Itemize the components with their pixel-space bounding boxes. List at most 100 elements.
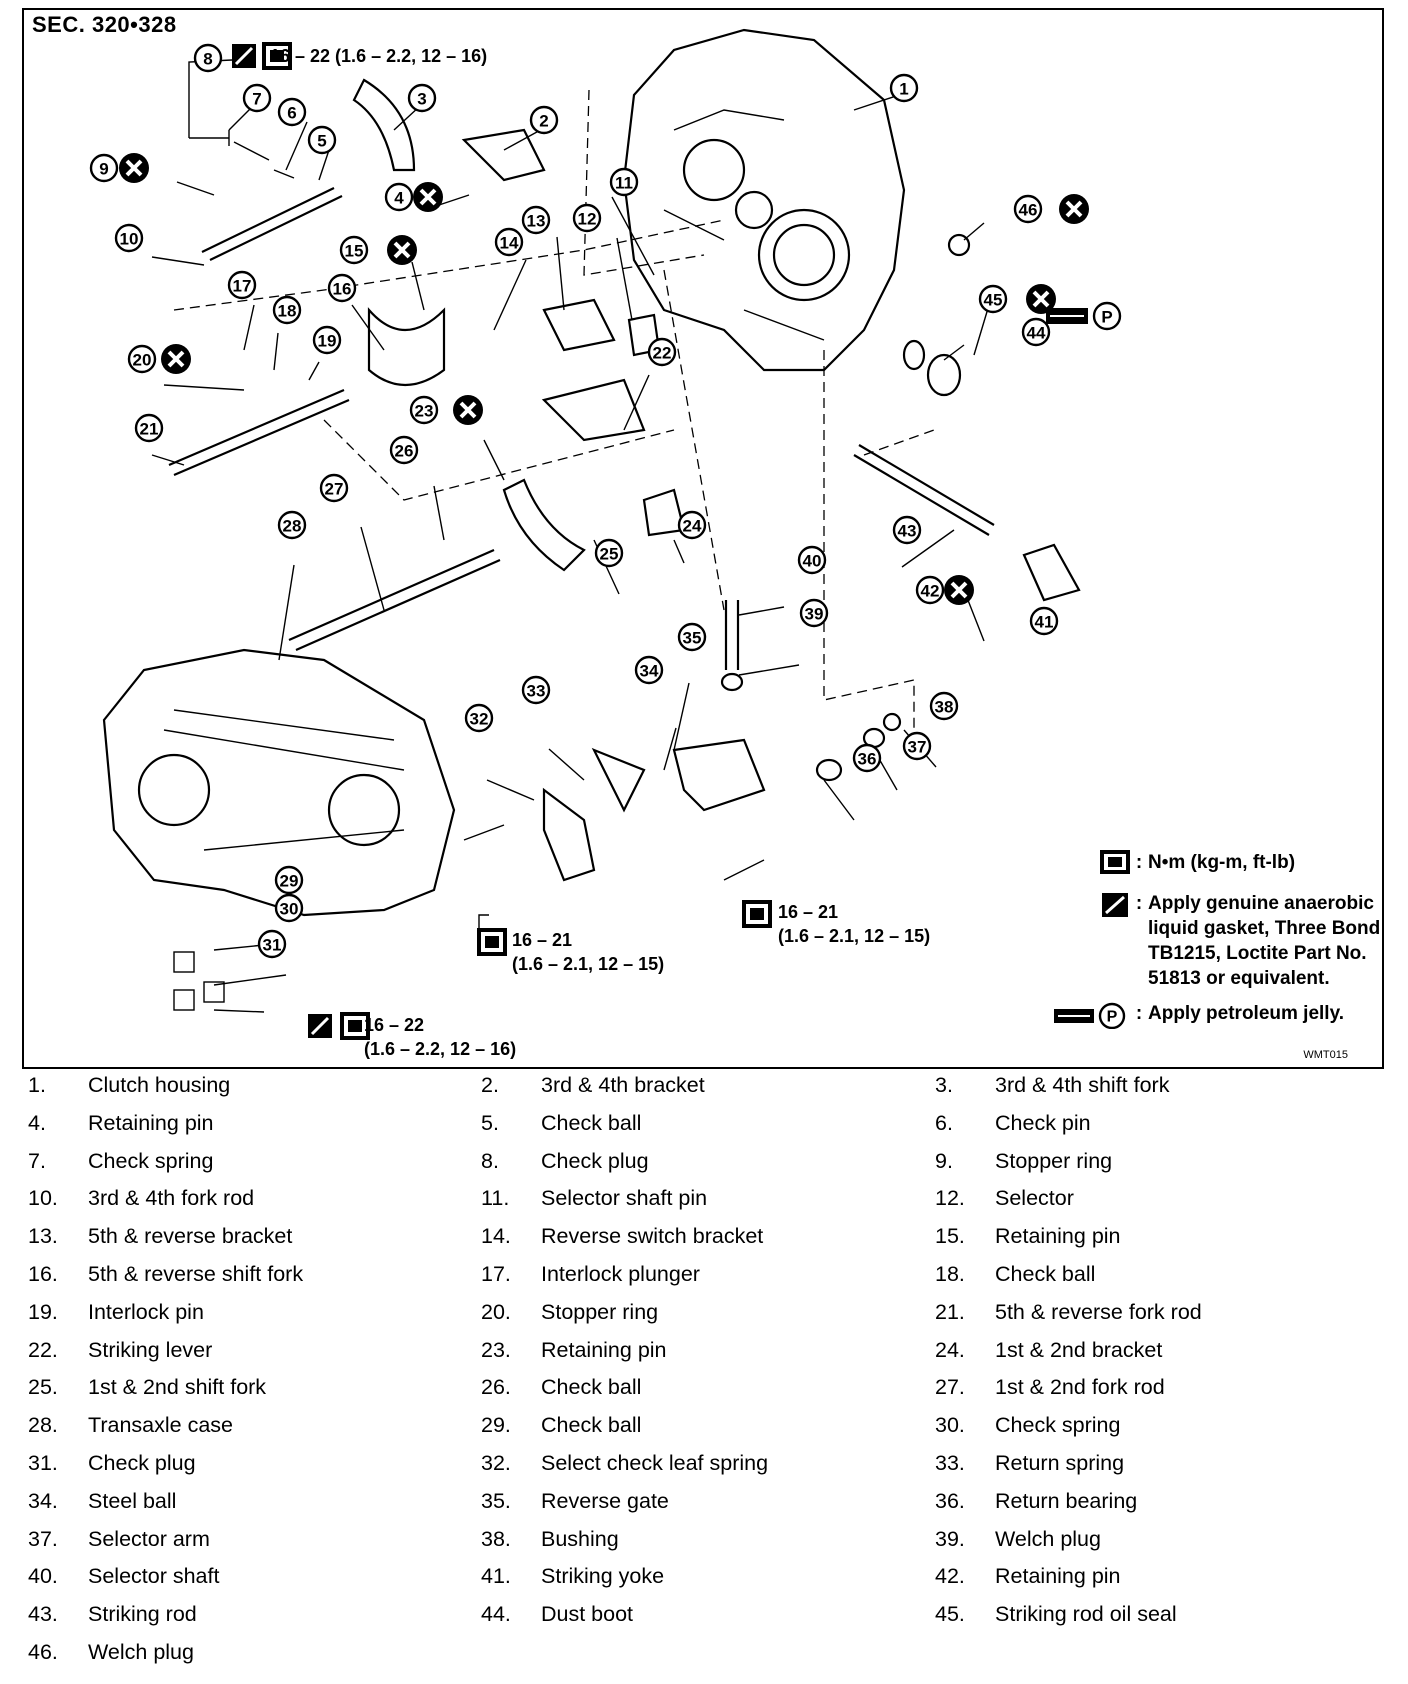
svg-text:1: 1 xyxy=(899,80,908,99)
callout-40: 40 xyxy=(797,545,827,575)
part-name: Dust boot xyxy=(541,1602,634,1627)
part-entry: 26.Check ball xyxy=(481,1375,641,1400)
fasteners-drawing xyxy=(173,130,971,1011)
callout-38: 38 xyxy=(929,691,959,721)
part-entry: 35.Reverse gate xyxy=(481,1489,669,1514)
part-name: 3rd & 4th fork rod xyxy=(88,1186,255,1211)
callout-13: 13 xyxy=(521,205,551,235)
callout-15: 15 xyxy=(339,235,369,265)
legend-torque-text: N•m (kg-m, ft-lb) xyxy=(1148,852,1296,873)
part-number: 14. xyxy=(481,1224,511,1249)
gasket-icon xyxy=(232,44,256,68)
legend-gasket-text: Apply genuine anaerobic liquid gasket, T… xyxy=(1148,893,1381,989)
svg-text:3: 3 xyxy=(417,90,426,109)
part-number: 7. xyxy=(28,1148,46,1173)
part-number: 16. xyxy=(28,1261,58,1286)
svg-text:14: 14 xyxy=(500,234,519,253)
callout-21: 21 xyxy=(134,413,164,443)
svg-text:19: 19 xyxy=(318,332,337,351)
part-name: Welch plug xyxy=(88,1639,194,1664)
callout-16: 16 xyxy=(327,273,357,303)
callout-2: 2 xyxy=(529,105,559,135)
part-name: 5th & reverse fork rod xyxy=(995,1299,1202,1324)
part-number: 32. xyxy=(481,1450,511,1475)
part-name: Select check leaf spring xyxy=(541,1450,769,1475)
part-entry: 40.Selector shaft xyxy=(28,1564,219,1589)
svg-text:36: 36 xyxy=(858,750,877,769)
part-number: 23. xyxy=(481,1337,511,1362)
replace-x-icon xyxy=(413,182,443,212)
svg-text:35: 35 xyxy=(683,629,702,648)
callout-23: 23 xyxy=(409,395,439,425)
part-entry: 25.1st & 2nd shift fork xyxy=(28,1375,266,1400)
part-name: Selector shaft pin xyxy=(541,1186,708,1211)
callout-44: 44 xyxy=(1021,317,1051,347)
callout-3: 3 xyxy=(407,83,437,113)
part-name: Reverse switch bracket xyxy=(541,1224,764,1249)
part-name: Check ball xyxy=(541,1110,642,1135)
svg-text:5: 5 xyxy=(317,132,326,151)
part-name: 1st & 2nd fork rod xyxy=(995,1375,1165,1400)
part-name: Selector arm xyxy=(88,1526,210,1551)
part-name: Check plug xyxy=(541,1148,649,1173)
part-name: Check ball xyxy=(995,1261,1096,1286)
callout-badges: 1234567891011121314151617181920212223242… xyxy=(89,43,1059,959)
part-entry: 29.Check ball xyxy=(481,1413,641,1438)
part-number: 13. xyxy=(28,1224,58,1249)
petroleum-jelly-icon: P xyxy=(1054,1002,1126,1030)
part-number: 18. xyxy=(935,1261,965,1286)
svg-text:43: 43 xyxy=(898,522,917,541)
parts-list-row: 46.Welch plug xyxy=(22,1640,1402,1678)
callout-39: 39 xyxy=(799,598,829,628)
part-name: Check plug xyxy=(88,1450,196,1475)
part-name: Retaining pin xyxy=(995,1564,1121,1589)
callout-33: 33 xyxy=(521,675,551,705)
svg-text:45: 45 xyxy=(984,291,1003,310)
svg-text:41: 41 xyxy=(1035,613,1054,632)
torque-symbols: P xyxy=(232,42,1122,1040)
svg-text:34: 34 xyxy=(640,662,659,681)
part-number: 38. xyxy=(481,1526,511,1551)
svg-text:27: 27 xyxy=(325,480,344,499)
torque-wrench-icon xyxy=(477,928,507,956)
exploded-view-diagram: 1234567891011121314151617181920212223242… xyxy=(89,28,1122,1040)
part-number: 24. xyxy=(935,1337,965,1362)
part-name: Welch plug xyxy=(995,1526,1101,1551)
torque-spec-case-plug-value: 16 – 22 xyxy=(364,1015,425,1035)
part-entry: 22.Striking lever xyxy=(28,1338,212,1363)
part-number: 8. xyxy=(481,1148,499,1173)
callout-10: 10 xyxy=(114,223,144,253)
legend-jelly-text: Apply petroleum jelly. xyxy=(1148,1003,1345,1024)
fork-rods-drawing xyxy=(168,187,995,670)
part-entry: 13.5th & reverse bracket xyxy=(28,1224,292,1249)
part-name: Stopper ring xyxy=(541,1299,659,1324)
svg-text:38: 38 xyxy=(935,698,954,717)
torque-spec-case-plug-units: (1.6 – 2.2, 12 – 16) xyxy=(364,1039,517,1059)
part-entry: 1.Clutch housing xyxy=(28,1073,230,1098)
callout-1: 1 xyxy=(889,73,919,103)
callout-20: 20 xyxy=(127,344,157,374)
replace-x-icon xyxy=(387,235,417,265)
svg-text:28: 28 xyxy=(283,517,302,536)
svg-text:18: 18 xyxy=(278,302,297,321)
part-name: Striking rod xyxy=(88,1602,197,1627)
callout-7: 7 xyxy=(242,83,272,113)
replace-x-icon xyxy=(1059,194,1089,224)
callout-14: 14 xyxy=(494,227,524,257)
part-number: 36. xyxy=(935,1488,965,1513)
torque-spec-reverse-gate-units: (1.6 – 2.1, 12 – 15) xyxy=(778,926,931,946)
part-number: 9. xyxy=(935,1148,953,1173)
replace-x-icon xyxy=(119,153,149,183)
part-number: 40. xyxy=(28,1564,58,1589)
part-number: 4. xyxy=(28,1110,46,1135)
part-name: Clutch housing xyxy=(88,1073,231,1097)
gasket-icon xyxy=(308,1014,332,1038)
torque-wrench-icon xyxy=(340,1012,370,1040)
part-name: Steel ball xyxy=(88,1488,177,1513)
